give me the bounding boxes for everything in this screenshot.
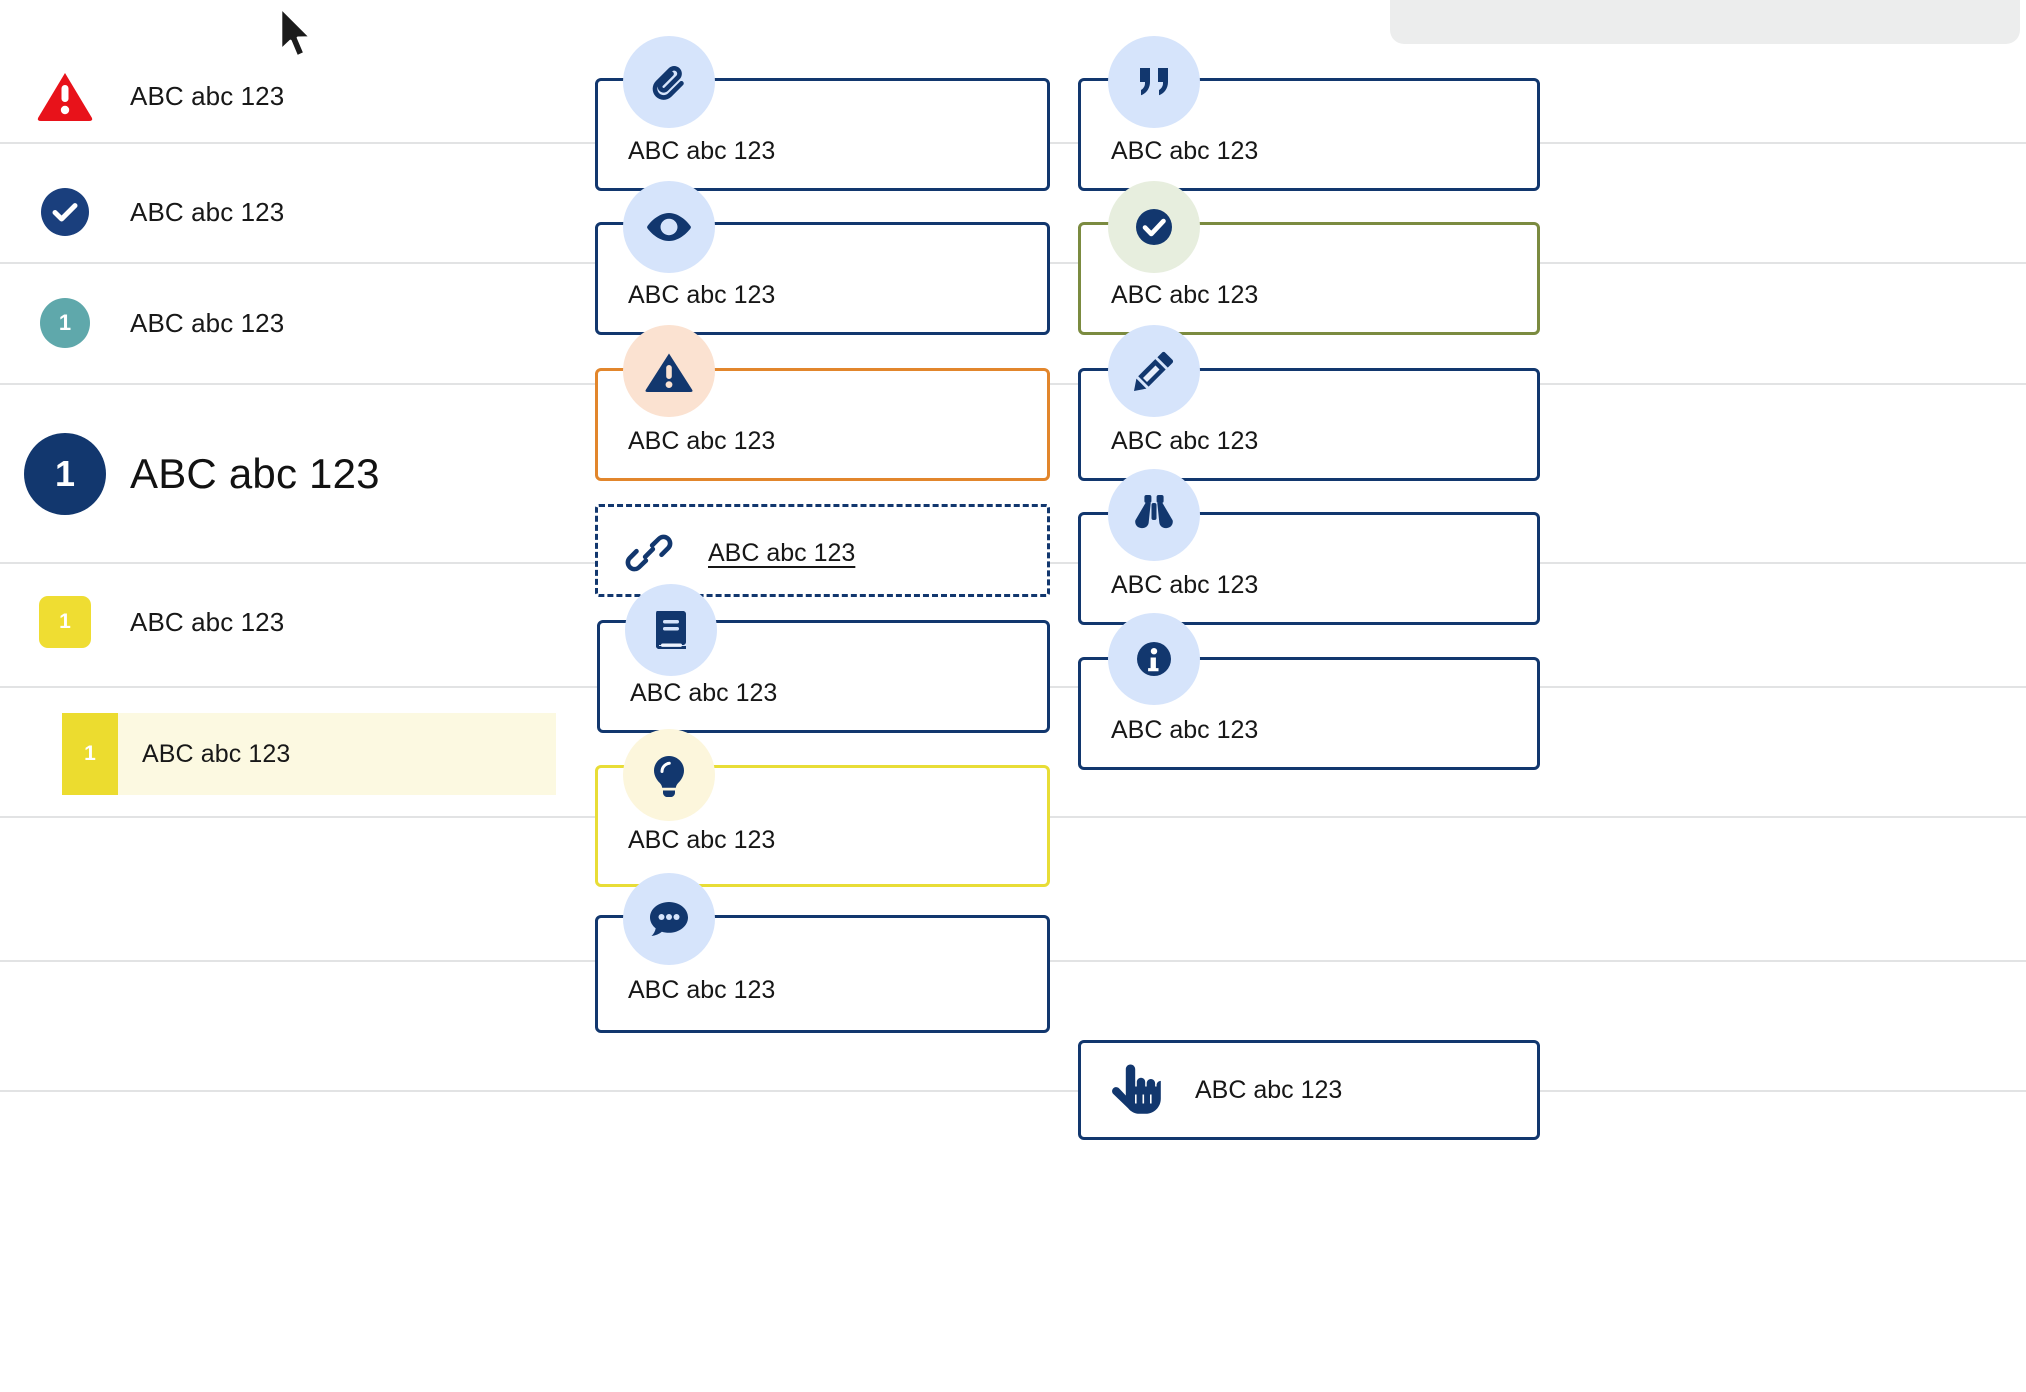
warning-triangle-icon bbox=[37, 71, 93, 121]
card-link-label[interactable]: ABC abc 123 bbox=[708, 538, 856, 567]
book-icon bbox=[625, 584, 717, 676]
action-row[interactable]: ABC abc 123 bbox=[1107, 1061, 1342, 1119]
sidebar-item-label: ABC abc 123 bbox=[130, 196, 285, 227]
sidebar-icon-wrap: 1 bbox=[62, 713, 118, 795]
card-comment[interactable]: ABC abc 123 bbox=[595, 915, 1050, 1033]
sidebar-item-counter-yellow[interactable]: 1 ABC abc 123 bbox=[0, 596, 580, 648]
sidebar-item-label: ABC abc 123 bbox=[130, 606, 285, 637]
info-circle-icon bbox=[1108, 613, 1200, 705]
sidebar-item-label: ABC abc 123 bbox=[130, 450, 380, 497]
card-label: ABC abc 123 bbox=[1111, 137, 1259, 165]
card-label: ABC abc 123 bbox=[1111, 716, 1259, 744]
card-label: ABC abc 123 bbox=[1111, 427, 1259, 455]
card-link[interactable]: ABC abc 123 bbox=[595, 504, 1050, 597]
sidebar-item-counter-teal[interactable]: 1 ABC abc 123 bbox=[0, 297, 580, 349]
lightbulb-icon bbox=[623, 729, 715, 821]
card-label: ABC abc 123 bbox=[630, 679, 778, 707]
card-label: ABC abc 123 bbox=[628, 281, 776, 309]
card-idea[interactable]: ABC abc 123 bbox=[595, 765, 1050, 887]
sidebar-item-success[interactable]: ABC abc 123 bbox=[0, 178, 580, 246]
number-square-icon: 1 bbox=[39, 596, 91, 648]
quote-icon bbox=[1108, 36, 1200, 128]
card-label: ABC abc 123 bbox=[628, 976, 776, 1004]
warning-triangle-icon bbox=[623, 325, 715, 417]
sidebar-icon-wrap: 1 bbox=[0, 433, 130, 515]
card-action-label: ABC abc 123 bbox=[1195, 1075, 1343, 1104]
sidebar-item-warning[interactable]: ABC abc 123 bbox=[0, 56, 580, 136]
binoculars-icon bbox=[1108, 469, 1200, 561]
number-circle-icon: 1 bbox=[40, 298, 90, 348]
card-label: ABC abc 123 bbox=[628, 826, 776, 854]
card-label: ABC abc 123 bbox=[1111, 571, 1259, 599]
sidebar-icon-wrap: 1 bbox=[0, 298, 130, 348]
eye-icon bbox=[623, 181, 715, 273]
card-label: ABC abc 123 bbox=[628, 137, 776, 165]
check-circle-icon bbox=[1108, 181, 1200, 273]
number-circle-icon: 1 bbox=[24, 433, 106, 515]
sidebar-item-counter-yellow-selected[interactable]: 1 ABC abc 123 bbox=[62, 713, 556, 795]
separator-line bbox=[0, 1090, 2026, 1092]
sidebar-item-label: ABC abc 123 bbox=[142, 739, 291, 768]
sidebar-icon-wrap bbox=[0, 71, 130, 121]
card-book[interactable]: ABC abc 123 bbox=[597, 620, 1050, 733]
check-circle-icon bbox=[41, 188, 89, 236]
middle-column: ABC abc 123 ABC abc 123 ABC abc 123 ABC … bbox=[595, 0, 1055, 1392]
sidebar: ABC abc 123 ABC abc 123 1 ABC abc 123 1 … bbox=[0, 0, 580, 1392]
sidebar-icon-wrap bbox=[0, 188, 130, 236]
right-column: ABC abc 123 ABC abc 123 ABC abc 123 ABC … bbox=[1078, 0, 1540, 1392]
sidebar-item-counter-navy-large[interactable]: 1 ABC abc 123 bbox=[0, 433, 580, 515]
pencil-icon bbox=[1108, 325, 1200, 417]
card-action[interactable]: ABC abc 123 bbox=[1078, 1040, 1540, 1140]
chat-bubble-icon bbox=[623, 873, 715, 965]
sidebar-item-label: ABC abc 123 bbox=[130, 307, 285, 338]
card-label: ABC abc 123 bbox=[1111, 281, 1259, 309]
sidebar-icon-wrap: 1 bbox=[0, 596, 130, 648]
sidebar-item-label: ABC abc 123 bbox=[130, 80, 285, 111]
pointing-hand-icon bbox=[1107, 1061, 1165, 1119]
link-row[interactable]: ABC abc 123 bbox=[620, 524, 855, 582]
card-quote[interactable]: ABC abc 123 bbox=[1078, 78, 1540, 191]
mouse-pointer-icon bbox=[279, 6, 317, 62]
number-square-icon: 1 bbox=[62, 713, 118, 795]
background-panel bbox=[1390, 0, 2020, 44]
paperclip-icon bbox=[623, 36, 715, 128]
link-icon bbox=[620, 524, 678, 582]
card-label: ABC abc 123 bbox=[628, 427, 776, 455]
